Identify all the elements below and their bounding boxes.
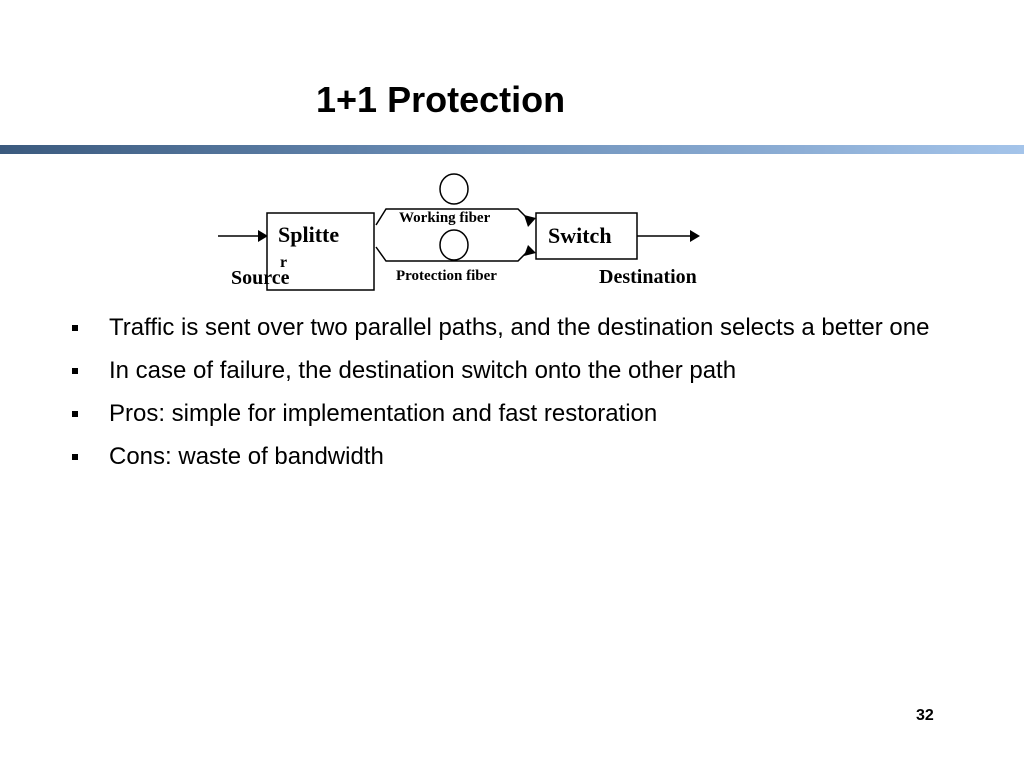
protection-diagram: Splitte r Source Working fiber Protectio… xyxy=(218,173,700,291)
slide-title: 1+1 Protection xyxy=(316,79,566,120)
splitter-label-line1: Splitte xyxy=(278,222,339,247)
page-number: 32 xyxy=(916,707,934,724)
switch-box xyxy=(535,212,638,260)
bullet-text: Cons: waste of bandwidth xyxy=(109,443,384,470)
source-arrow-icon xyxy=(258,230,268,242)
bullet-text: In case of failure, the destination swit… xyxy=(109,357,737,384)
square-bullet-icon xyxy=(72,368,78,374)
bullet-item: Traffic is sent over two parallel paths,… xyxy=(70,312,950,343)
protection-fiber-arrow-icon xyxy=(524,245,536,256)
bullet-item: Pros: simple for implementation and fast… xyxy=(70,398,950,429)
protection-fiber-circle-icon xyxy=(439,229,469,261)
splitter-box xyxy=(266,212,375,291)
switch-label: Switch xyxy=(548,223,612,248)
protection-fiber-label: Protection fiber xyxy=(396,268,497,284)
bullet-item: Cons: waste of bandwidth xyxy=(70,441,950,472)
bullet-list: Traffic is sent over two parallel paths,… xyxy=(70,312,950,484)
splitter-label-line2: r xyxy=(280,254,287,271)
bullet-text: Pros: simple for implementation and fast… xyxy=(109,400,658,427)
working-fiber-arrow-icon xyxy=(524,215,536,227)
working-fiber-label: Working fiber xyxy=(399,210,491,226)
square-bullet-icon xyxy=(72,325,78,331)
working-fiber-path xyxy=(375,208,529,226)
destination-arrow-icon xyxy=(690,230,700,242)
bullet-text: Traffic is sent over two parallel paths,… xyxy=(109,314,930,341)
destination-label: Destination xyxy=(599,266,697,288)
source-label: Source xyxy=(231,267,290,289)
title-divider xyxy=(0,145,1024,154)
square-bullet-icon xyxy=(72,411,78,417)
square-bullet-icon xyxy=(72,454,78,460)
bullet-item: In case of failure, the destination swit… xyxy=(70,355,950,386)
protection-fiber-path xyxy=(375,246,529,262)
working-fiber-circle-icon xyxy=(439,173,469,205)
